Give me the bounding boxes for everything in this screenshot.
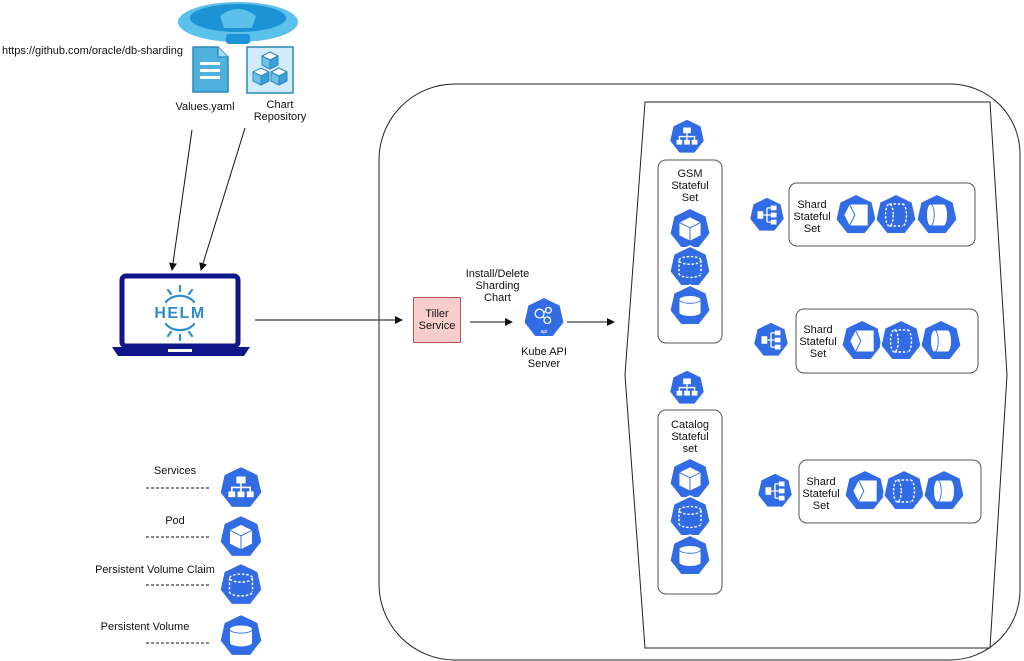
values-yaml-file-icon xyxy=(192,46,229,93)
gsm-pv-icon xyxy=(670,285,711,325)
legend-pvc-label: Persistent Volume Claim xyxy=(95,564,215,576)
shard-3-pvc-icon xyxy=(884,470,925,510)
shard-2-service-icon xyxy=(753,322,788,356)
sharding-namespace-boundary xyxy=(624,101,1008,649)
install-delete-chart-label: Install/Delete Sharding Chart xyxy=(465,268,530,304)
shard-1-service-icon xyxy=(749,197,784,231)
shard-2-pod-icon xyxy=(842,320,883,360)
shard-1-pod-icon xyxy=(836,194,877,234)
shard-1-label: Shard Stateful Set xyxy=(793,199,831,235)
shard-3-pod-icon xyxy=(845,470,886,510)
catalog-stateful-set-label: Catalog Stateful set xyxy=(671,419,709,455)
github-url-label[interactable]: https://github.com/oracle/db-sharding xyxy=(2,45,183,57)
shard-1-pv-icon xyxy=(917,194,958,234)
legend-services-label: Services xyxy=(153,465,197,477)
catalog-pvc-icon xyxy=(670,496,711,536)
shard-2-pvc-icon xyxy=(881,320,922,360)
chart-repository-icon xyxy=(246,46,294,94)
repo-to-helm-arrow xyxy=(199,127,246,271)
gsm-pod-icon xyxy=(670,208,711,248)
chart-repository-label: Chart Repository xyxy=(253,99,307,123)
catalog-service-icon xyxy=(669,370,704,404)
github-cloud-icon xyxy=(178,2,298,44)
legend-pv-label: Persistent Volume xyxy=(100,621,190,633)
catalog-pod-icon xyxy=(670,458,711,498)
shard-2-pv-icon xyxy=(921,320,962,360)
gsm-service-icon xyxy=(669,119,704,153)
helm-laptop-icon: HELM xyxy=(112,273,250,356)
legend-pod-label: Pod xyxy=(165,515,185,527)
shard-1-pvc-icon xyxy=(876,194,917,234)
shard-2-label: Shard Stateful Set xyxy=(799,324,837,360)
shard-3-pv-icon xyxy=(924,470,965,510)
kubernetes-cluster-boundary xyxy=(378,83,1021,661)
kube-api-icon-text: api xyxy=(541,329,548,335)
values-yaml-label: Values.yaml xyxy=(175,101,235,113)
tiller-service-box: Tiller Service xyxy=(413,297,461,343)
gsm-pvc-icon xyxy=(670,246,711,286)
kube-api-server-label: Kube API Server xyxy=(521,346,567,370)
gsm-stateful-set-label: GSM Stateful Set xyxy=(671,168,709,204)
legend-pod-icon xyxy=(220,515,263,557)
legend-services-icon xyxy=(220,466,263,508)
helm-wheel-icon xyxy=(164,284,196,342)
shard-3-service-icon xyxy=(757,473,792,507)
shard-3-label: Shard Stateful Set xyxy=(802,476,840,512)
helm-logo-text: HELM xyxy=(154,305,205,322)
values-to-helm-arrow xyxy=(169,129,193,271)
catalog-pv-icon xyxy=(670,535,711,575)
legend-pv-icon xyxy=(220,614,263,656)
